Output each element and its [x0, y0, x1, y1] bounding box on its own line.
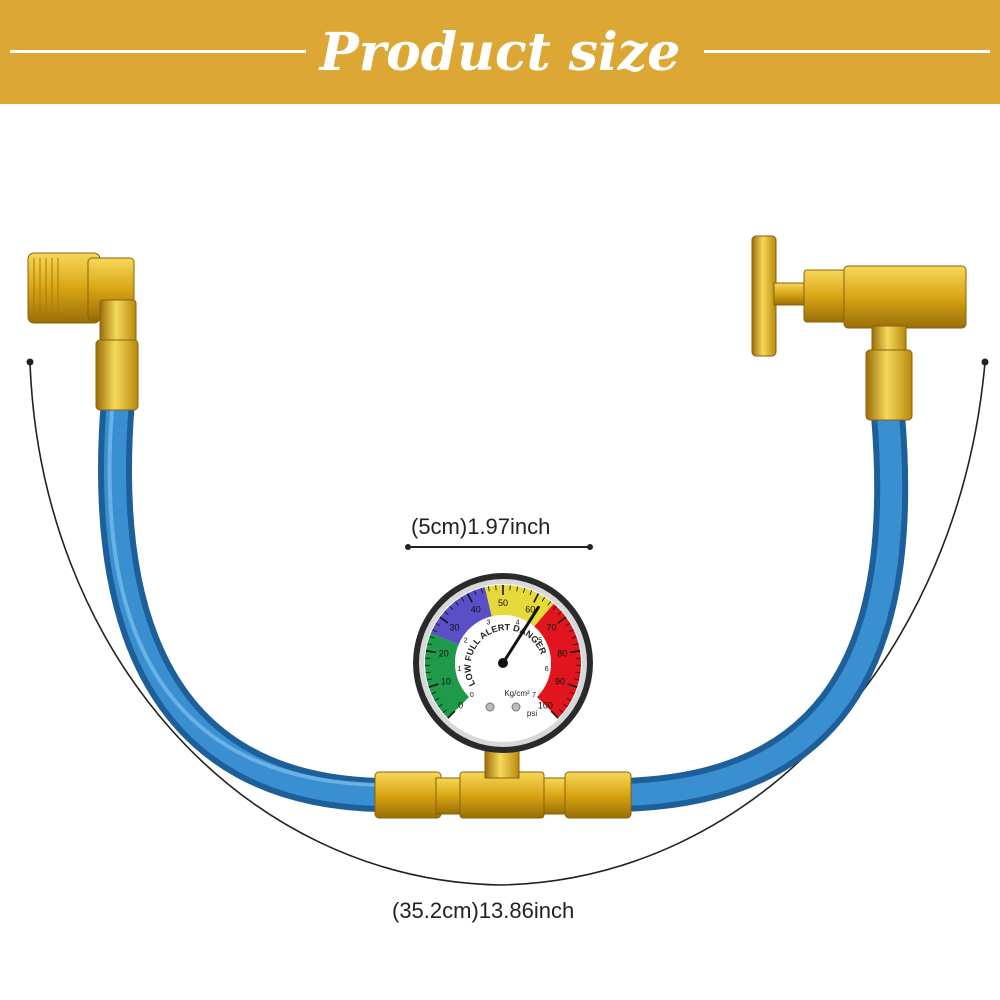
gauge-label-kg: 7	[532, 692, 536, 699]
gauge-label-psi: 100	[538, 700, 553, 710]
gauge-label-kg: 0	[470, 692, 474, 699]
gauge-tick	[487, 586, 490, 592]
gauge-unit-kg: Kg/cm²	[504, 689, 530, 698]
gauge-label-kg: 1	[457, 666, 461, 673]
gauge-tick	[529, 590, 533, 596]
banner-divider-left	[10, 50, 306, 53]
gauge-tick	[429, 636, 435, 639]
gauge-tick	[571, 636, 577, 639]
gauge-tick	[425, 671, 431, 674]
gauge-label-kg: 2	[464, 638, 468, 645]
right-tap-valve	[751, 235, 967, 421]
gauge-label-kg: 3	[487, 619, 491, 626]
gauge-tick	[454, 601, 459, 606]
gauge-tick	[449, 605, 454, 611]
gauge-label-psi: 20	[439, 649, 449, 659]
gauge-label-psi: 80	[557, 649, 567, 659]
banner-title: Product size	[319, 22, 681, 83]
gauge-tick	[439, 616, 449, 624]
gauge-label-kg: 6	[545, 666, 549, 673]
gauge-tick	[550, 710, 559, 719]
gauge-tick	[428, 683, 439, 688]
gauge-label-psi: 70	[547, 623, 557, 633]
gauge-tick	[566, 697, 572, 701]
gauge-tick	[444, 611, 449, 616]
gauge-zone-0	[424, 633, 470, 719]
length-dimension-arc	[29, 361, 986, 886]
gauge-tick	[568, 629, 574, 633]
gauge-label-psi: 10	[441, 677, 451, 687]
gauge-zone-2	[484, 585, 554, 627]
gauge-tick	[573, 643, 579, 646]
gauge-label-kg: 4	[516, 619, 520, 626]
gauge-tick	[563, 703, 568, 708]
gauge-label-psi: 40	[471, 605, 481, 615]
gauge-tick	[434, 697, 440, 701]
gauge-tick	[427, 643, 433, 646]
hose-length-label: (35.2cm)13.86inch	[392, 898, 575, 923]
gauge-zone-3	[534, 603, 582, 719]
arc-endpoint-right	[981, 358, 989, 366]
gauge-tick	[426, 678, 432, 681]
gauge-tick	[558, 709, 564, 714]
gauge-tick	[473, 590, 477, 596]
gauge-tick	[460, 596, 465, 602]
gauge-tick	[435, 622, 441, 627]
gauge-tick	[533, 593, 540, 603]
tee-fitting	[374, 743, 632, 819]
gauge-tick	[466, 593, 473, 603]
gauge-tick	[552, 605, 557, 611]
gauge-tick	[575, 671, 581, 674]
gauge-tick	[516, 586, 519, 592]
arc-endpoint-left	[26, 358, 34, 366]
pressure-gauge: 0 10 20 30 40 50 60 70 80 90 100 0 1 2 3 4 5 6 7 Kg/cm² ps…	[413, 573, 593, 753]
gauge-label-kg: 5	[538, 638, 542, 645]
gauge-label-psi: 0	[458, 700, 463, 710]
gauge-tick	[557, 616, 567, 624]
gauge-label-psi: 50	[498, 598, 508, 608]
gauge-tick	[567, 683, 578, 688]
gauge-diameter-label: (5cm)1.97inch	[411, 514, 551, 539]
gauge-unit-psi: psi	[527, 709, 537, 718]
gauge-tick	[574, 678, 580, 681]
gauge-tick	[570, 650, 581, 654]
gauge-label-psi: 90	[555, 677, 565, 687]
gauge-tick	[431, 691, 437, 695]
gauge-tick	[565, 622, 571, 627]
gauge-tick	[547, 601, 552, 606]
gauge-label-psi: 30	[449, 623, 459, 633]
banner-divider-right	[704, 50, 990, 53]
gauge-tick	[438, 703, 443, 708]
gauge-tick	[541, 596, 546, 602]
gauge-tick	[425, 650, 436, 654]
gauge-needle	[501, 605, 540, 665]
gauge-tick	[569, 691, 575, 695]
gauge-zone-1	[430, 587, 492, 645]
gauge-label-psi: 60	[525, 605, 535, 615]
gauge-tick	[447, 710, 456, 719]
gauge-tick	[557, 611, 562, 616]
gauge-tick	[432, 629, 438, 633]
gauge-tick	[442, 709, 448, 714]
left-quick-coupler	[27, 252, 139, 411]
gauge-tick	[522, 587, 526, 594]
gauge-tick	[480, 587, 484, 594]
